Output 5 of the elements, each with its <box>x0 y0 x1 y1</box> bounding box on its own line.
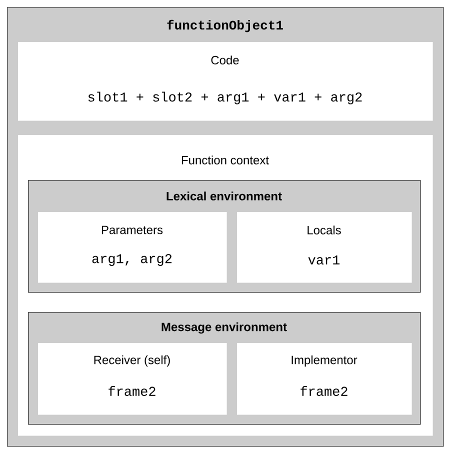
slot-box: Locals var1 <box>237 212 412 283</box>
content-box: Code slot1 + slot2 + arg1 + var1 + arg2 <box>18 42 433 121</box>
slot-box: Receiver (self) frame2 <box>38 343 227 415</box>
slot-box: Implementor frame2 <box>237 343 412 415</box>
slot-box: Parameters arg1, arg2 <box>38 212 227 283</box>
